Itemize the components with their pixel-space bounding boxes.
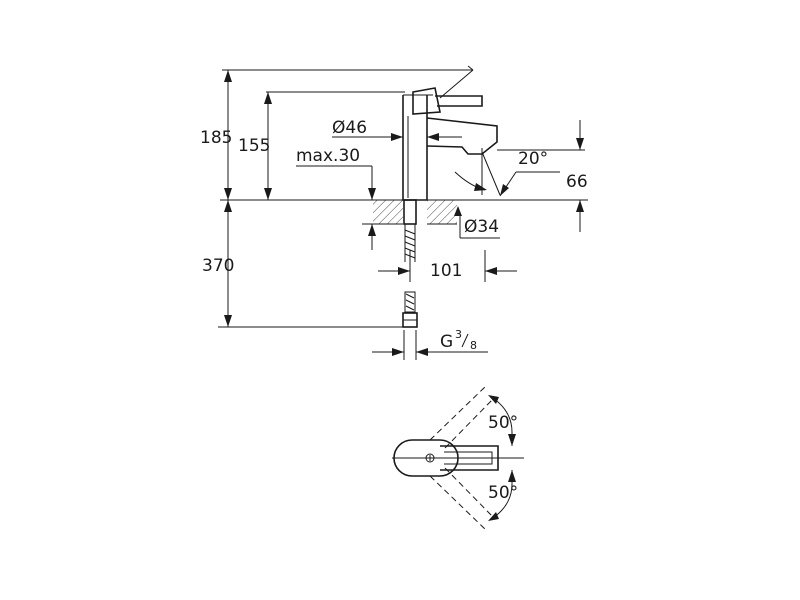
label-155: 155: [238, 136, 270, 156]
label-185: 185: [200, 128, 232, 148]
label-d46: Ø46: [332, 118, 367, 138]
dimension-rotation-top: 50°: [488, 395, 518, 446]
dimension-body-diameter: Ø46: [332, 118, 462, 141]
label-370: 370: [202, 256, 234, 276]
dimension-spout-clearance: 66: [497, 120, 588, 232]
label-thread-den: 8: [470, 339, 477, 352]
dimension-total-height: 185: [200, 70, 232, 200]
label-max30: max.30: [296, 146, 360, 166]
label-66: 66: [566, 172, 588, 192]
label-d34: Ø34: [464, 217, 499, 237]
dimension-swivel-angle: 20°: [454, 149, 560, 197]
faucet-side-view: [402, 87, 498, 201]
label-50deg-bottom: 50°: [488, 483, 518, 503]
dimension-rotation-bottom: 50°: [488, 470, 518, 521]
dimension-projection: 101: [378, 250, 517, 282]
label-thread-num: 3: [455, 328, 462, 341]
faucet-top-view: [392, 385, 524, 531]
deck-section: [373, 199, 457, 262]
dimension-spout-height: 155: [238, 91, 405, 200]
label-thread-g: G: [440, 332, 453, 352]
hose-connection: [402, 291, 418, 328]
dimension-deck-thickness: max.30: [296, 146, 376, 250]
dimension-hole-diameter: Ø34: [454, 206, 500, 239]
label-20deg: 20°: [518, 149, 548, 169]
dimension-connection-thread: G 3 8: [372, 328, 488, 360]
dimension-hose-length: 370: [202, 200, 403, 328]
label-50deg-top: 50°: [488, 413, 518, 433]
label-101: 101: [430, 261, 462, 281]
